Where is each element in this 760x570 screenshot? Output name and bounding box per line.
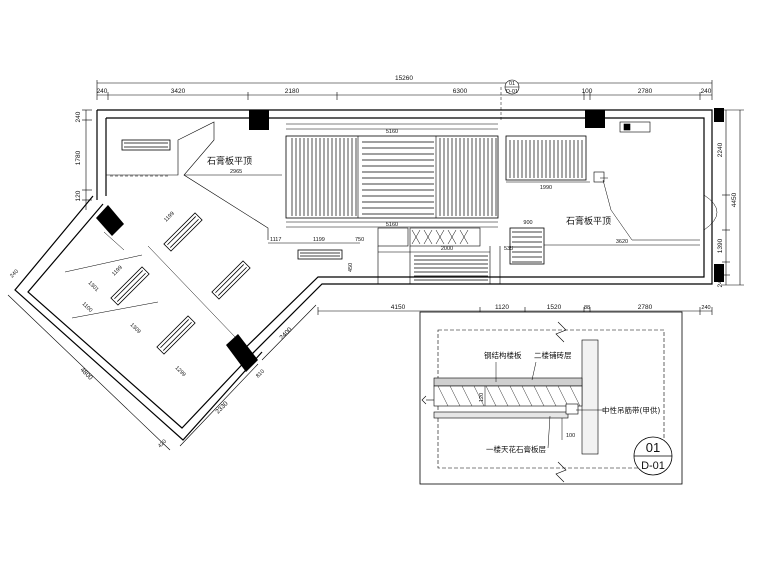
dim-1309: 1309 xyxy=(129,322,142,335)
dim-1301: 1301 xyxy=(87,280,100,293)
door-symbol xyxy=(619,121,651,133)
grille-ceiling-lower xyxy=(509,227,545,265)
ceiling-label-right: 石膏板平顶 xyxy=(566,215,611,227)
left-dim-2: 1780 xyxy=(75,150,82,165)
stair-steps xyxy=(414,255,488,281)
diag-dim-4800: 4800 xyxy=(79,366,94,381)
grille-ceiling-right xyxy=(505,135,700,241)
section-marker-number: 01 xyxy=(509,81,515,87)
diag-dim-810: 810 xyxy=(255,369,266,380)
linear-light-fixture xyxy=(121,139,171,151)
dim-450: 450 xyxy=(348,263,354,272)
detail-label-tile-layer: 二楼铺砖层 xyxy=(534,350,572,360)
detail-label-steel-slab: 钢结构楼板 xyxy=(484,350,522,360)
detail-tag-number: 01 xyxy=(646,440,660,455)
grille-ceiling-center xyxy=(285,123,499,228)
grille-slats-left xyxy=(291,138,357,216)
ceiling-zone-left xyxy=(106,121,282,240)
detail-label-support: 中性吊筋带(甲供) xyxy=(602,405,660,415)
dim-535: 535 xyxy=(504,246,513,252)
detail-dim-100: 100 xyxy=(566,433,575,439)
wing-light-fixtures xyxy=(110,212,251,355)
ceiling-label-left: 石膏板平顶 xyxy=(207,155,252,167)
dim-1299: 1299 xyxy=(174,365,187,378)
top-dim-5: 100 xyxy=(582,88,593,95)
dim-3620: 3620 xyxy=(616,239,628,245)
grille-slats-right xyxy=(439,138,497,216)
overall-dimension: 15260 xyxy=(395,75,413,82)
grille-slats-small xyxy=(509,140,583,178)
door-arc xyxy=(703,194,718,231)
top-dim-7: 240 xyxy=(701,88,712,95)
section-marker: 01 D-01 xyxy=(500,79,520,120)
linear-light-fixture-2 xyxy=(297,249,343,260)
grille-slats-lower xyxy=(512,231,542,263)
detail-dim-120: 120 xyxy=(479,393,485,402)
structural-columns xyxy=(96,108,724,372)
dim-2000: 2000 xyxy=(441,246,453,252)
bottom-dim-4: 88 xyxy=(584,305,590,311)
dim-1199-c: 1199 xyxy=(111,265,124,278)
right-dim-1: 2240 xyxy=(717,142,724,157)
dim-1199-b: 1199 xyxy=(163,211,176,224)
top-dim-6: 2780 xyxy=(638,88,653,95)
top-dimension-chain xyxy=(96,80,713,100)
dim-900: 900 xyxy=(523,220,532,226)
dim-1117: 1117 xyxy=(270,237,281,243)
bottom-dim-2: 1120 xyxy=(495,304,509,311)
left-dim-3: 120 xyxy=(75,190,82,201)
planter-hatch xyxy=(411,229,469,245)
dim-1100: 1100 xyxy=(81,301,94,314)
dim-750: 750 xyxy=(355,237,364,243)
section-marker-sheet: D-01 xyxy=(506,89,518,95)
diag-dim-2400: 2400 xyxy=(278,326,293,341)
wing-interior-lines xyxy=(64,231,237,339)
detail-label-ceiling: 一楼天花石膏板层 xyxy=(486,444,546,454)
detail-tag-sheet: D-01 xyxy=(641,460,665,472)
top-dim-1: 240 xyxy=(97,88,108,95)
bottom-dim-5: 2780 xyxy=(638,304,653,311)
stair-area xyxy=(377,227,501,284)
diag-dim-240: 240 xyxy=(9,269,20,280)
top-dim-2: 3420 xyxy=(171,88,186,95)
top-dim-4: 6300 xyxy=(453,88,468,95)
right-dim-3: 1390 xyxy=(717,238,724,253)
diag-dim-420: 420 xyxy=(157,439,168,450)
outer-walls xyxy=(14,109,713,441)
dim-5160-bottom: 5160 xyxy=(386,222,398,228)
top-dim-3: 2180 xyxy=(285,88,300,95)
dim-5160-top: 5160 xyxy=(386,129,398,135)
dim-2965: 2965 xyxy=(230,169,242,175)
right-dim-2: 4450 xyxy=(731,192,738,207)
bottom-dim-6: 240 xyxy=(701,305,710,311)
grille-slats-middle xyxy=(362,141,434,215)
detail-tag: 01 D-01 xyxy=(633,436,673,476)
dim-1199-a: 1199 xyxy=(313,237,325,243)
left-dim-1: 240 xyxy=(75,111,82,122)
bottom-dim-1: 4150 xyxy=(391,304,406,311)
diagonal-dimensions xyxy=(7,294,317,451)
dim-1990: 1990 xyxy=(540,185,552,191)
bottom-dim-3: 1520 xyxy=(547,304,562,311)
left-dimension-chain xyxy=(82,109,92,210)
